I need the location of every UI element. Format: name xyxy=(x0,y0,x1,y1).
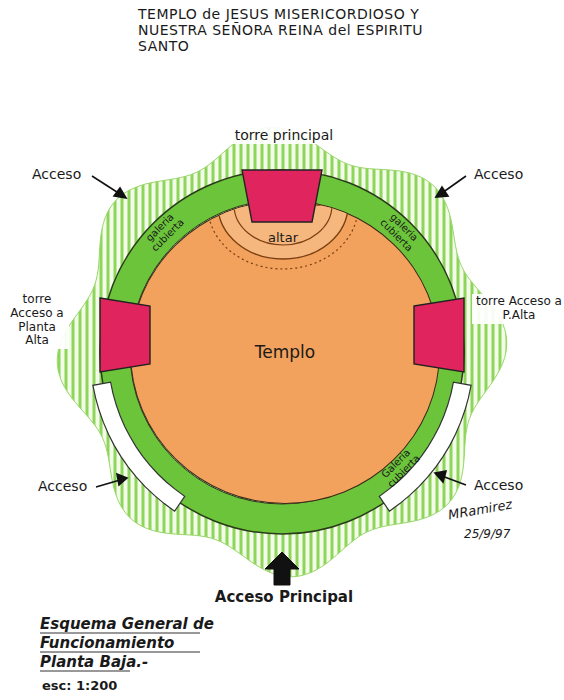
node-label: torre Acceso a P.Alta xyxy=(472,294,564,324)
access-arrow xyxy=(96,480,120,487)
scale-note: esc: 1:200 xyxy=(40,679,119,694)
gallery-band xyxy=(115,185,449,519)
tower-body xyxy=(100,298,150,372)
signature: MRamirez xyxy=(445,497,515,524)
shape-outline xyxy=(242,170,322,222)
main-access-arrow xyxy=(265,552,299,585)
access-label: Acceso xyxy=(472,477,525,493)
node-label: torre principal xyxy=(192,126,376,144)
covered-gallery: galeria cubiertagaleria cubiertaGaleria … xyxy=(100,170,464,534)
access-label: Acceso xyxy=(30,166,83,182)
stair-tower: torre Acceso a Planta Alta xyxy=(100,298,150,372)
access-label: Acceso xyxy=(36,478,89,494)
stair-tower: torre Acceso a P.Alta xyxy=(414,298,464,372)
access-arrow xyxy=(442,476,466,485)
underline xyxy=(40,671,130,672)
arrow-head xyxy=(435,471,446,482)
temple-hall: Templo altar xyxy=(130,200,440,504)
tower-body xyxy=(414,298,464,372)
access-arrow xyxy=(92,176,120,194)
date: 25/9/97 xyxy=(462,528,512,542)
arrow-head xyxy=(114,188,126,198)
main-access-label: Acceso Principal xyxy=(182,589,386,606)
access-arrow xyxy=(442,176,466,193)
shape-outline xyxy=(100,298,150,372)
tower-body xyxy=(242,170,322,222)
arrow-head xyxy=(117,474,127,485)
hatched-garden xyxy=(57,127,506,576)
node-label: altar xyxy=(218,231,348,246)
title: TEMPLO de JESUS MISERICORDIOSO Y NUESTRA… xyxy=(138,6,468,54)
caption: Esquema General de Funcionamiento Planta… xyxy=(40,615,215,671)
arrow-head xyxy=(436,187,448,197)
node-label: Templo xyxy=(131,343,439,363)
access-label: Acceso xyxy=(472,166,525,182)
main-tower: torre principal xyxy=(242,170,322,222)
shape-outline xyxy=(414,298,464,372)
node-label: torre Acceso a Planta Alta xyxy=(5,292,69,349)
